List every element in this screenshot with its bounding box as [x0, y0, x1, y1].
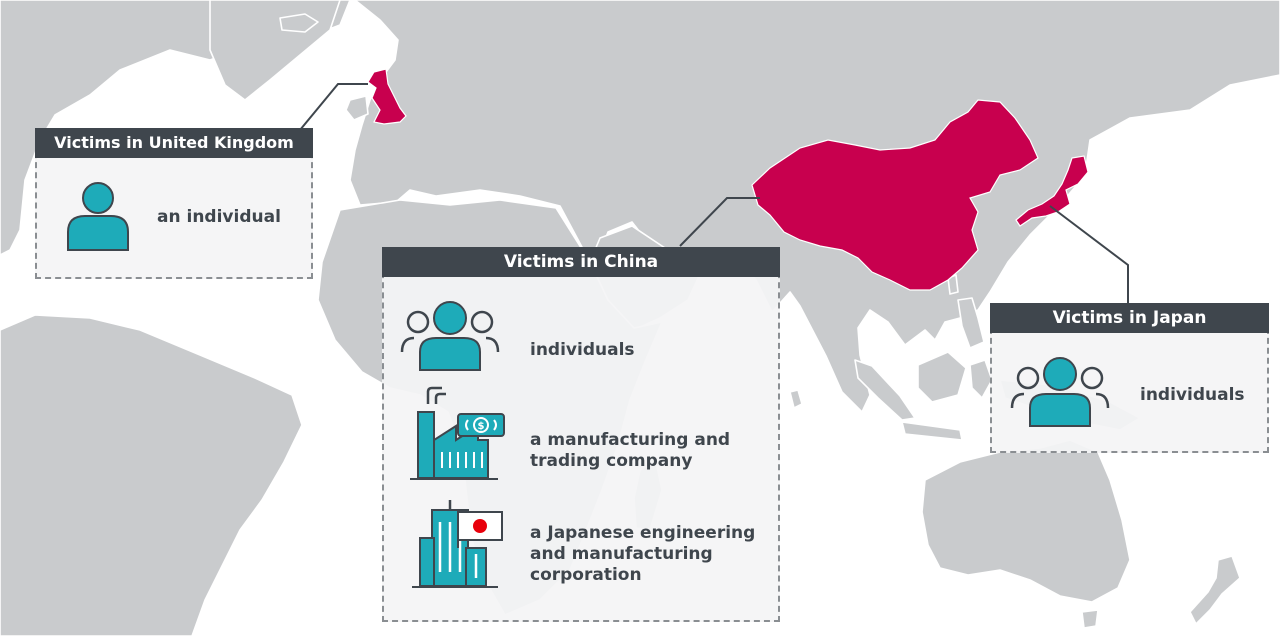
- iceland: [279, 13, 319, 33]
- china-panel-title: Victims in China: [382, 247, 780, 277]
- uk-connector: [299, 83, 368, 131]
- china-item-2-label: a manufacturing and trading company: [530, 430, 730, 472]
- svg-text:$: $: [478, 421, 485, 432]
- ireland: [345, 95, 369, 121]
- japan-item-label: individuals: [1140, 385, 1245, 405]
- united-kingdom-highlight: [367, 68, 407, 125]
- factory-money-icon: $: [410, 386, 505, 480]
- china-item-3-line-2: and manufacturing: [530, 544, 713, 564]
- china-item-3-line-1: a Japanese engineering: [530, 523, 756, 543]
- china-item-2-line-1: a manufacturing and: [530, 430, 731, 450]
- china-highlight: [751, 99, 1039, 291]
- people-group-icon: [1010, 357, 1110, 427]
- japan-connector: [1049, 205, 1129, 303]
- sri-lanka: [789, 389, 803, 409]
- japan-panel-title: Victims in Japan: [990, 303, 1269, 333]
- tasmania: [1081, 609, 1099, 629]
- uk-victims-panel: [35, 142, 313, 279]
- java: [901, 421, 963, 441]
- china-item-2-line-2: trading company: [530, 451, 693, 471]
- china-item-1-line-1: individuals: [530, 340, 635, 360]
- philippines: [957, 297, 985, 349]
- sumatra: [854, 359, 916, 421]
- china-item-3-label: a Japanese engineering and manufacturing…: [530, 523, 755, 586]
- connector-lines: [299, 83, 1129, 303]
- highlighted-countries: [367, 68, 1089, 291]
- china-connector: [679, 197, 760, 247]
- people-group-icon: [400, 301, 500, 371]
- south-america: [0, 314, 303, 636]
- china-item-3-line-3: corporation: [530, 565, 642, 585]
- borneo: [917, 351, 967, 403]
- uk-item-label: an individual: [157, 207, 281, 227]
- office-building-japan-flag-icon: [412, 500, 503, 588]
- japan-victims-panel: [990, 318, 1269, 453]
- china-item-1-label: individuals: [530, 340, 635, 361]
- sulawesi: [969, 359, 993, 399]
- uk-panel-title: Victims in United Kingdom: [35, 128, 313, 158]
- new-zealand: [1189, 555, 1241, 625]
- person-icon: [67, 182, 129, 251]
- japan-highlight: [1015, 155, 1089, 227]
